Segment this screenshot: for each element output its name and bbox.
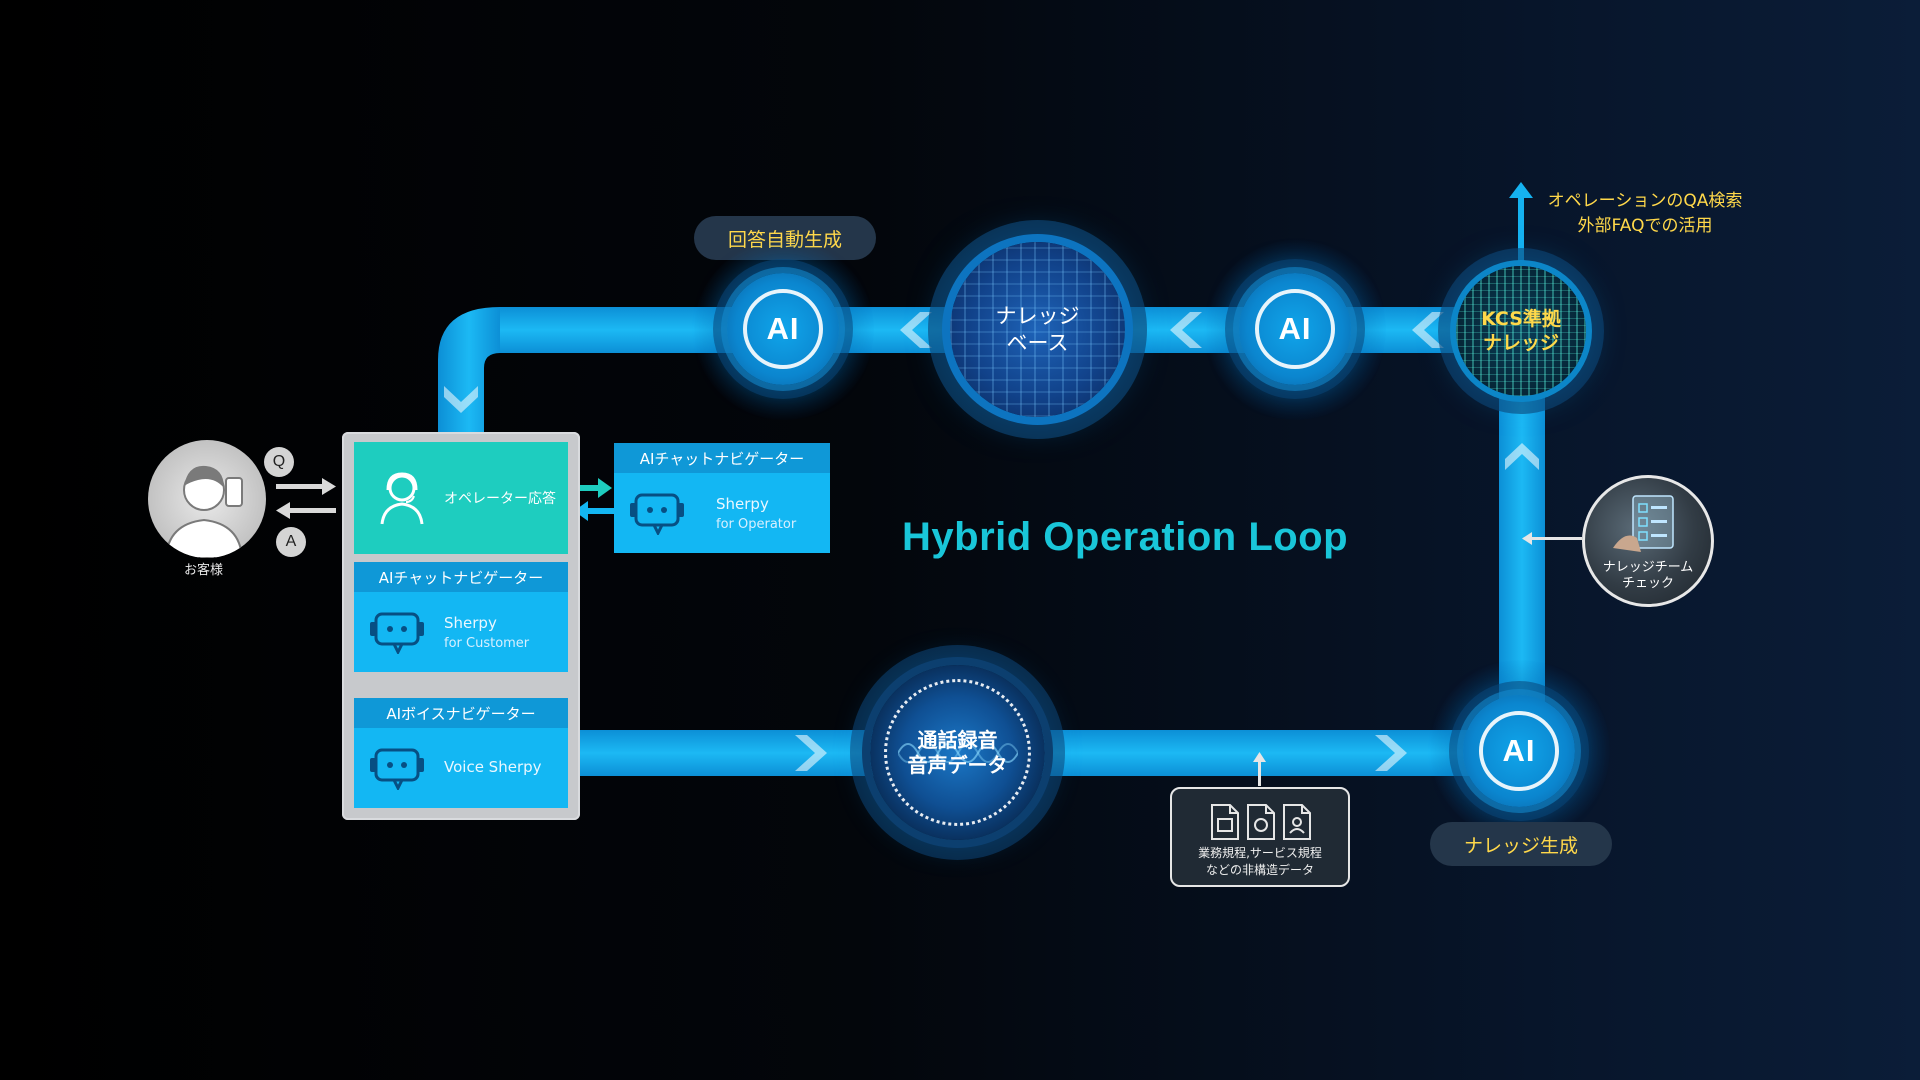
chatbot-icon — [630, 493, 684, 535]
ai-node-label: AI — [1479, 711, 1559, 791]
knowledge-base-node: ナレッジ ベース — [950, 242, 1125, 417]
waveform-icon — [898, 743, 1018, 763]
chevrons-left — [900, 312, 1444, 348]
ai-node-middle: AI — [1239, 273, 1351, 385]
voice-line1: 通話録音 — [917, 727, 998, 752]
operator-nav-arrows — [570, 478, 618, 521]
unstructured-docs-box: 業務規程,サービス規程 などの非構造データ — [1170, 787, 1350, 887]
knowledge-gen-pill: ナレッジ生成 — [1430, 822, 1612, 866]
kcs-line2: ナレッジ — [1482, 332, 1559, 354]
sherpy-operator-box: Sherpy for Operator — [614, 473, 830, 553]
team-line2: チェック — [1621, 576, 1674, 591]
phone-icon — [225, 477, 243, 507]
kcs-line1: KCS準拠 — [1481, 308, 1561, 330]
chat-nav-customer-head: AIチャットナビゲーター — [354, 562, 568, 592]
knowledge-base-line2: ベース — [1006, 330, 1069, 355]
ai-node-answer: AI — [727, 273, 839, 385]
external-line1: オペレーションのQA検索 — [1547, 191, 1743, 211]
knowledge-base-line1: ナレッジ — [995, 303, 1080, 328]
arrow-team-check — [1522, 532, 1582, 545]
diagram-title: Hybrid Operation Loop — [902, 515, 1349, 559]
docs-line1: 業務規程,サービス規程 — [1198, 846, 1322, 860]
voice-line2: 音声データ — [907, 752, 1008, 777]
operator-label: オペレーター応答 — [444, 491, 556, 507]
sherpy-operator-sub: for Operator — [716, 517, 797, 532]
sherpy-customer-name: Sherpy — [444, 614, 497, 632]
voice-sherpy-box: Voice Sherpy — [354, 728, 568, 808]
chatbot-icon — [370, 748, 424, 790]
chevrons-right — [795, 735, 1407, 771]
team-line1: ナレッジチーム — [1602, 560, 1694, 575]
customer-arrows — [276, 478, 336, 519]
arrow-docs — [1253, 752, 1266, 786]
docs-line2: などの非構造データ — [1205, 863, 1314, 877]
document-icons — [1211, 804, 1311, 840]
voice-sherpy-name: Voice Sherpy — [444, 758, 542, 776]
ai-node-generate: AI — [1463, 695, 1575, 807]
external-use-text: オペレーションのQA検索 外部FAQでの活用 — [1535, 189, 1755, 239]
sherpy-operator-name: Sherpy — [716, 495, 769, 513]
checklist-icon — [1613, 495, 1674, 552]
customer-label: お客様 — [184, 563, 224, 578]
chevron-up — [1505, 443, 1539, 470]
kcs-knowledge-node: KCS準拠 ナレッジ — [1456, 266, 1586, 396]
ai-node-label: AI — [743, 289, 823, 369]
chevron-down — [444, 386, 478, 413]
chatbot-icon — [370, 612, 424, 654]
ai-node-label: AI — [1255, 289, 1335, 369]
loop-corner — [438, 307, 500, 432]
sherpy-customer-sub: for Customer — [444, 636, 530, 651]
question-bubble: Q — [264, 447, 294, 477]
operator-response-box: オペレーター応答 — [354, 442, 568, 554]
chat-nav-operator-head: AIチャットナビゲーター — [614, 443, 830, 473]
sherpy-customer-box: Sherpy for Customer — [354, 592, 568, 672]
operator-icon — [380, 472, 424, 525]
person-icon — [164, 465, 244, 558]
external-line2: 外部FAQでの活用 — [1577, 216, 1713, 236]
knowledge-team-check: ナレッジチーム チェック — [1582, 475, 1714, 607]
voice-data-node: 通話録音 音声データ — [870, 665, 1045, 840]
customer-avatar — [148, 440, 266, 558]
voice-nav-head: AIボイスナビゲーター — [354, 698, 568, 728]
answer-bubble: A — [276, 527, 306, 557]
loop-bottom-band — [575, 730, 1535, 776]
answer-auto-pill: 回答自動生成 — [694, 216, 876, 260]
arrow-up-external — [1509, 182, 1533, 264]
